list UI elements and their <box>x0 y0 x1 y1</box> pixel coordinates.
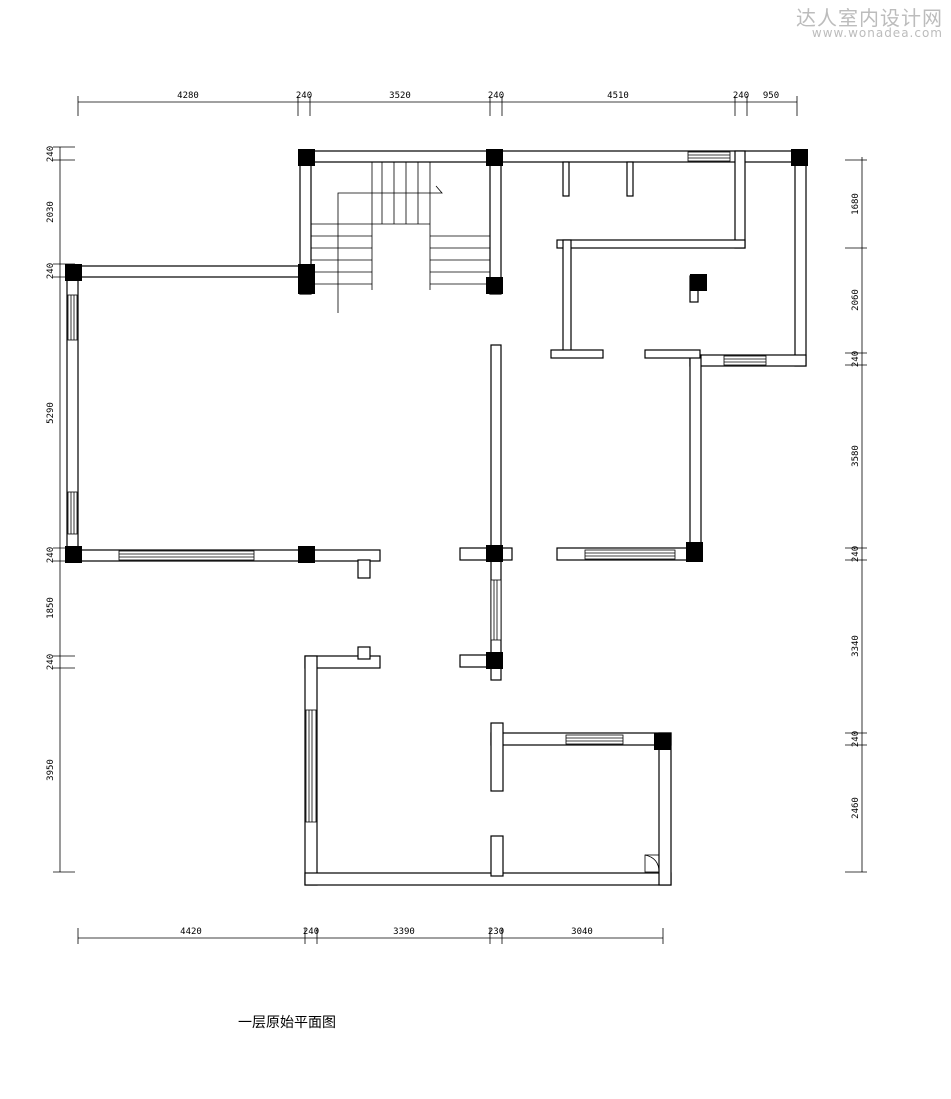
wall-inner-stub1 <box>562 161 570 197</box>
column <box>791 149 808 166</box>
column <box>486 277 503 294</box>
wall-lower-mid2 <box>490 835 504 877</box>
dim-bottom-2: 240 <box>303 927 319 937</box>
dimension-lines <box>53 96 867 944</box>
dim-right-6: 3340 <box>851 635 861 657</box>
column <box>486 652 503 669</box>
dim-left-8: 3950 <box>46 759 56 781</box>
window <box>305 709 317 823</box>
wall-inner-stub2 <box>626 161 634 197</box>
wall-stair-right <box>489 150 502 295</box>
column <box>65 546 82 563</box>
wall-central-vertical <box>490 344 502 561</box>
dim-top-3: 3520 <box>389 91 411 101</box>
wall-inner-v1 <box>734 150 746 249</box>
dim-right-8: 2460 <box>851 797 861 819</box>
dim-right-7: 240 <box>851 731 861 747</box>
column <box>686 542 703 562</box>
dim-right-1: 1680 <box>851 193 861 215</box>
wall-inner-h1 <box>556 239 746 249</box>
column <box>298 264 315 294</box>
column <box>486 149 503 166</box>
dim-left-7: 240 <box>46 654 56 670</box>
staircase <box>311 162 490 313</box>
dim-left-3: 240 <box>46 263 56 279</box>
window <box>490 579 502 641</box>
dim-bottom-5: 3040 <box>571 927 593 937</box>
dimension-labels: 4280 240 3520 240 4510 240 950 4420 240 … <box>46 91 861 937</box>
wall-inner-v2 <box>562 239 572 356</box>
window <box>118 550 255 561</box>
column <box>486 545 503 562</box>
window <box>565 734 624 745</box>
dim-bottom-4: 230 <box>488 927 504 937</box>
window <box>67 294 78 341</box>
dim-top-1: 4280 <box>177 91 199 101</box>
column <box>654 733 671 750</box>
dim-bottom-1: 4420 <box>180 927 202 937</box>
window <box>723 355 767 366</box>
wall-left-upper <box>66 265 312 278</box>
windows <box>67 151 767 823</box>
columns <box>65 149 808 750</box>
watermark-url: www.wonadea.com <box>811 26 943 40</box>
plan-caption: 一层原始平面图 <box>238 1015 336 1031</box>
dim-left-4: 5290 <box>46 402 56 424</box>
dim-bottom-3: 3390 <box>393 927 415 937</box>
column <box>298 546 315 563</box>
wall-lower-mid1 <box>490 722 504 792</box>
wall-right-outer <box>794 150 807 367</box>
dim-top-5: 4510 <box>607 91 629 101</box>
dim-top-2: 240 <box>296 91 312 101</box>
dim-right-2: 2060 <box>851 289 861 311</box>
column <box>690 274 707 291</box>
dim-right-4: 3580 <box>851 445 861 467</box>
dim-top-7: 950 <box>763 91 779 101</box>
window <box>687 151 731 162</box>
dim-right-3: 240 <box>851 351 861 367</box>
dim-left-6: 1850 <box>46 597 56 619</box>
column <box>298 149 315 166</box>
wall-stub-c <box>357 646 371 660</box>
dim-left-5: 240 <box>46 547 56 563</box>
dim-left-1: 240 <box>46 146 56 162</box>
window <box>67 491 78 535</box>
watermark-name: 达人室内设计网 <box>796 6 943 30</box>
dim-right-5: 240 <box>851 546 861 562</box>
dim-top-6: 240 <box>733 91 749 101</box>
window <box>584 549 676 560</box>
wall-right-lower <box>689 354 702 561</box>
door-swing <box>644 854 660 873</box>
wall-lower-right <box>658 732 672 886</box>
dim-top-4: 240 <box>488 91 504 101</box>
wall-inner-h2 <box>550 349 604 359</box>
dim-left-2: 2030 <box>46 201 56 223</box>
wall-inner-h3 <box>644 349 701 359</box>
wall-stub-b <box>357 559 371 579</box>
column <box>65 264 82 281</box>
wall-lower-bottom <box>304 872 672 886</box>
walls <box>66 150 807 886</box>
